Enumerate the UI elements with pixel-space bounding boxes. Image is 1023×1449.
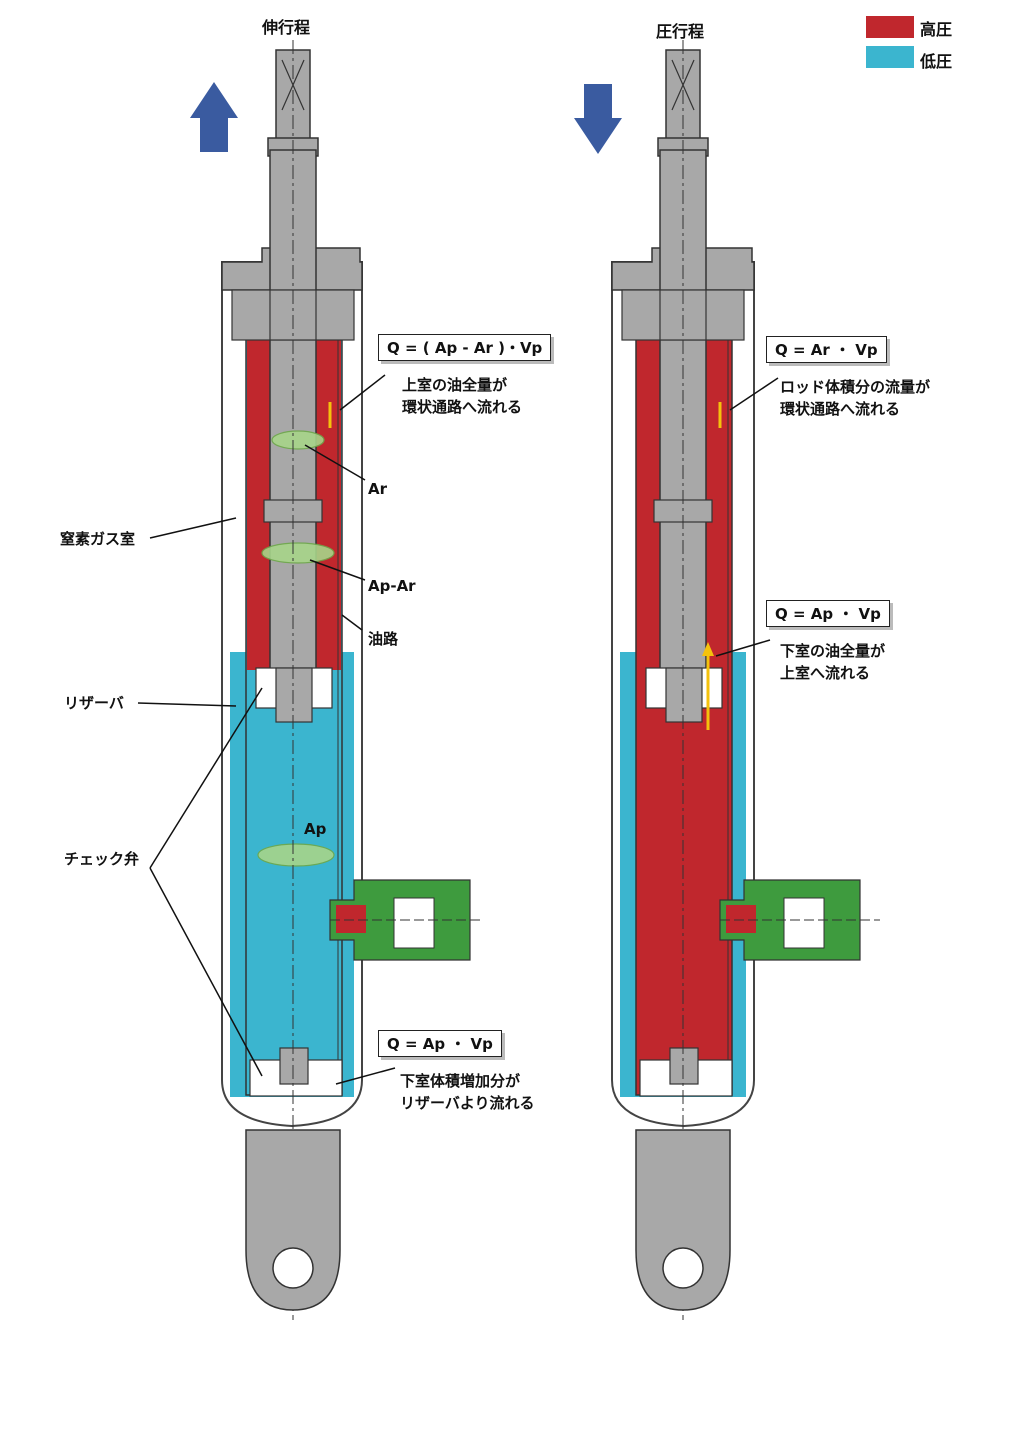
label-ar: Ar [368, 480, 388, 498]
right-note-mid-1: 下室の油全量が [780, 642, 886, 660]
label-ap: Ap [304, 820, 327, 838]
right-shock-absorber [574, 40, 880, 1320]
right-note-top-2: 環状通路へ流れる [780, 400, 901, 418]
left-shock-absorber [190, 40, 480, 1320]
label-oil-path: 油路 [368, 630, 399, 648]
label-nitrogen-chamber: 窒素ガス室 [60, 530, 136, 548]
compression-title: 圧行程 [656, 22, 705, 41]
left-note-bottom-1: 下室体積増加分が [400, 1072, 521, 1090]
extension-arrow-icon [190, 82, 238, 152]
legend-swatch-high [866, 16, 914, 38]
right-note-mid-2: 上室へ流れる [780, 664, 871, 682]
right-formula-mid: Q = Ap ・ Vp [766, 600, 890, 627]
legend-swatch-low [866, 46, 914, 68]
right-note-top-1: ロッド体積分の流量が [780, 378, 931, 396]
label-ap-ar: Ap-Ar [368, 577, 416, 595]
compression-arrow-icon [574, 84, 622, 154]
left-formula-bottom: Q = Ap ・ Vp [378, 1030, 502, 1057]
extension-title: 伸行程 [262, 18, 311, 37]
leader-lines [137, 374, 779, 1085]
legend-label-high: 高圧 [920, 20, 953, 39]
left-note-top-1: 上室の油全量が [402, 376, 508, 394]
right-formula-top: Q = Ar ・ Vp [766, 336, 887, 363]
left-note-bottom-2: リザーバより流れる [400, 1094, 535, 1112]
label-check-valve: チェック弁 [64, 850, 140, 868]
label-reservoir: リザーバ [64, 694, 124, 712]
left-formula-top: Q = ( Ap - Ar )・Vp [378, 334, 552, 361]
left-note-top-2: 環状通路へ流れる [402, 398, 523, 416]
legend-label-low: 低圧 [920, 52, 953, 71]
